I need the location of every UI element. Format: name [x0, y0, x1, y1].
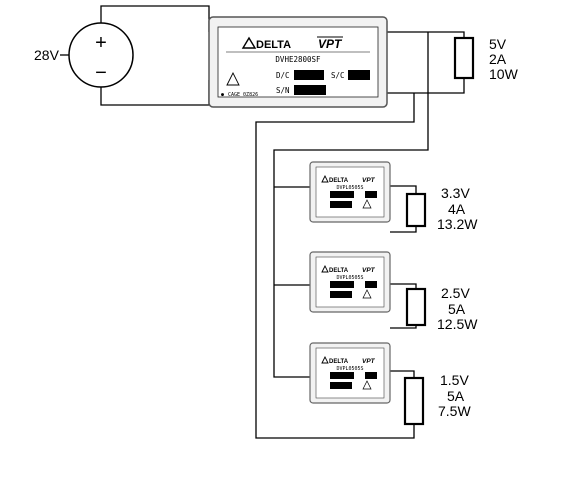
pol2-brand: DELTA [329, 268, 349, 274]
pol3-sc-box [365, 372, 377, 379]
warning-triangle-icon [226, 71, 240, 86]
pol3-dc-box [330, 372, 354, 379]
main-converter: DELTA VPT DVHE2800SF D/C S/C S/N ● CAGE … [208, 16, 388, 108]
main-bullet: ● [221, 92, 224, 98]
pol2-voltage: 2.5V [441, 285, 470, 301]
pol3-power: 7.5W [438, 403, 471, 419]
source-minus: − [95, 62, 107, 84]
wire-source-bottom [100, 80, 210, 106]
main-brand-logo: VPT [318, 37, 343, 51]
pol1-load: 3.3V 4A 13.2W [405, 185, 478, 232]
pol1-current: 4A [448, 201, 466, 217]
pol1-voltage: 3.3V [441, 185, 470, 201]
pol2-warning-icon [362, 289, 372, 299]
pol1-brand: DELTA [329, 178, 349, 184]
wire-pol3-out-top [390, 370, 415, 378]
pol3-current: 5A [447, 388, 465, 404]
main-output-current: 2A [489, 51, 507, 67]
pol2-dc-box [330, 281, 354, 288]
main-sn-box [294, 85, 326, 95]
pol3-brand: DELTA [329, 359, 349, 365]
wire-pol1-out-top [390, 185, 417, 194]
pol2-sn-box [330, 291, 352, 298]
main-dc-box [294, 70, 324, 80]
pol1-power: 13.2W [437, 216, 478, 232]
load-resistor-1v5 [403, 376, 425, 426]
main-output-voltage: 5V [489, 36, 507, 52]
wire-pol1-out-bottom [390, 226, 417, 233]
pol3-warning-icon [362, 380, 372, 390]
pol-converter-1: DELTA VPT DVPL0505S [309, 161, 391, 223]
main-model: DVHE2800SF [275, 55, 321, 64]
pol2-load: 2.5V 5A 12.5W [405, 285, 478, 332]
load-resistor-3v3 [405, 192, 427, 228]
pol3-load: 1.5V 5A 7.5W [403, 372, 471, 426]
wire-bus-negative [255, 93, 415, 439]
main-output-power: 10W [489, 66, 519, 82]
pol1-delta-icon [321, 174, 329, 183]
main-sc-label: S/C [331, 71, 345, 80]
main-cage-code: CAGE 0Z826 [228, 92, 258, 98]
pol2-sc-box [365, 281, 377, 288]
main-output-load: 5V 2A 10W [453, 36, 519, 82]
pol1-sn-box [330, 201, 352, 208]
wiring [100, 5, 465, 439]
pol3-logo: VPT [362, 358, 376, 365]
delta-logo-icon [241, 36, 257, 49]
pol3-voltage: 1.5V [440, 372, 469, 388]
pol-converter-2: DELTA VPT DVPL0505S [309, 251, 391, 313]
pol3-sn-box [330, 382, 352, 389]
wire-bus-positive [273, 32, 429, 378]
source-voltage-label: 28V [34, 47, 60, 63]
source-plus: + [95, 32, 107, 54]
pol1-sc-box [365, 191, 377, 198]
pol2-current: 5A [448, 301, 466, 317]
pol3-delta-icon [321, 355, 329, 364]
pol2-model: DVPL0505S [336, 275, 363, 281]
wire-5v-bottom [386, 78, 465, 94]
main-sc-box [348, 70, 370, 80]
voltage-source: + − 28V [34, 12, 134, 98]
pol2-power: 12.5W [437, 316, 478, 332]
load-resistor-5v [453, 36, 475, 80]
pol2-logo: VPT [362, 267, 376, 274]
main-sn-label: S/N [276, 86, 290, 95]
pol1-logo: VPT [362, 177, 376, 184]
main-dc-label: D/C [276, 71, 290, 80]
main-brand-name: DELTA [256, 39, 291, 51]
pol2-delta-icon [321, 264, 329, 273]
pol1-warning-icon [362, 199, 372, 209]
pol1-model: DVPL0505S [336, 185, 363, 191]
pol3-model: DVPL0505S [336, 366, 363, 372]
pol1-dc-box [330, 191, 354, 198]
load-resistor-2v5 [405, 287, 427, 327]
pol-converter-3: DELTA VPT DVPL0505S [309, 342, 391, 404]
wire-5v-top [386, 31, 465, 38]
wire-pol2-out-top [390, 283, 417, 289]
